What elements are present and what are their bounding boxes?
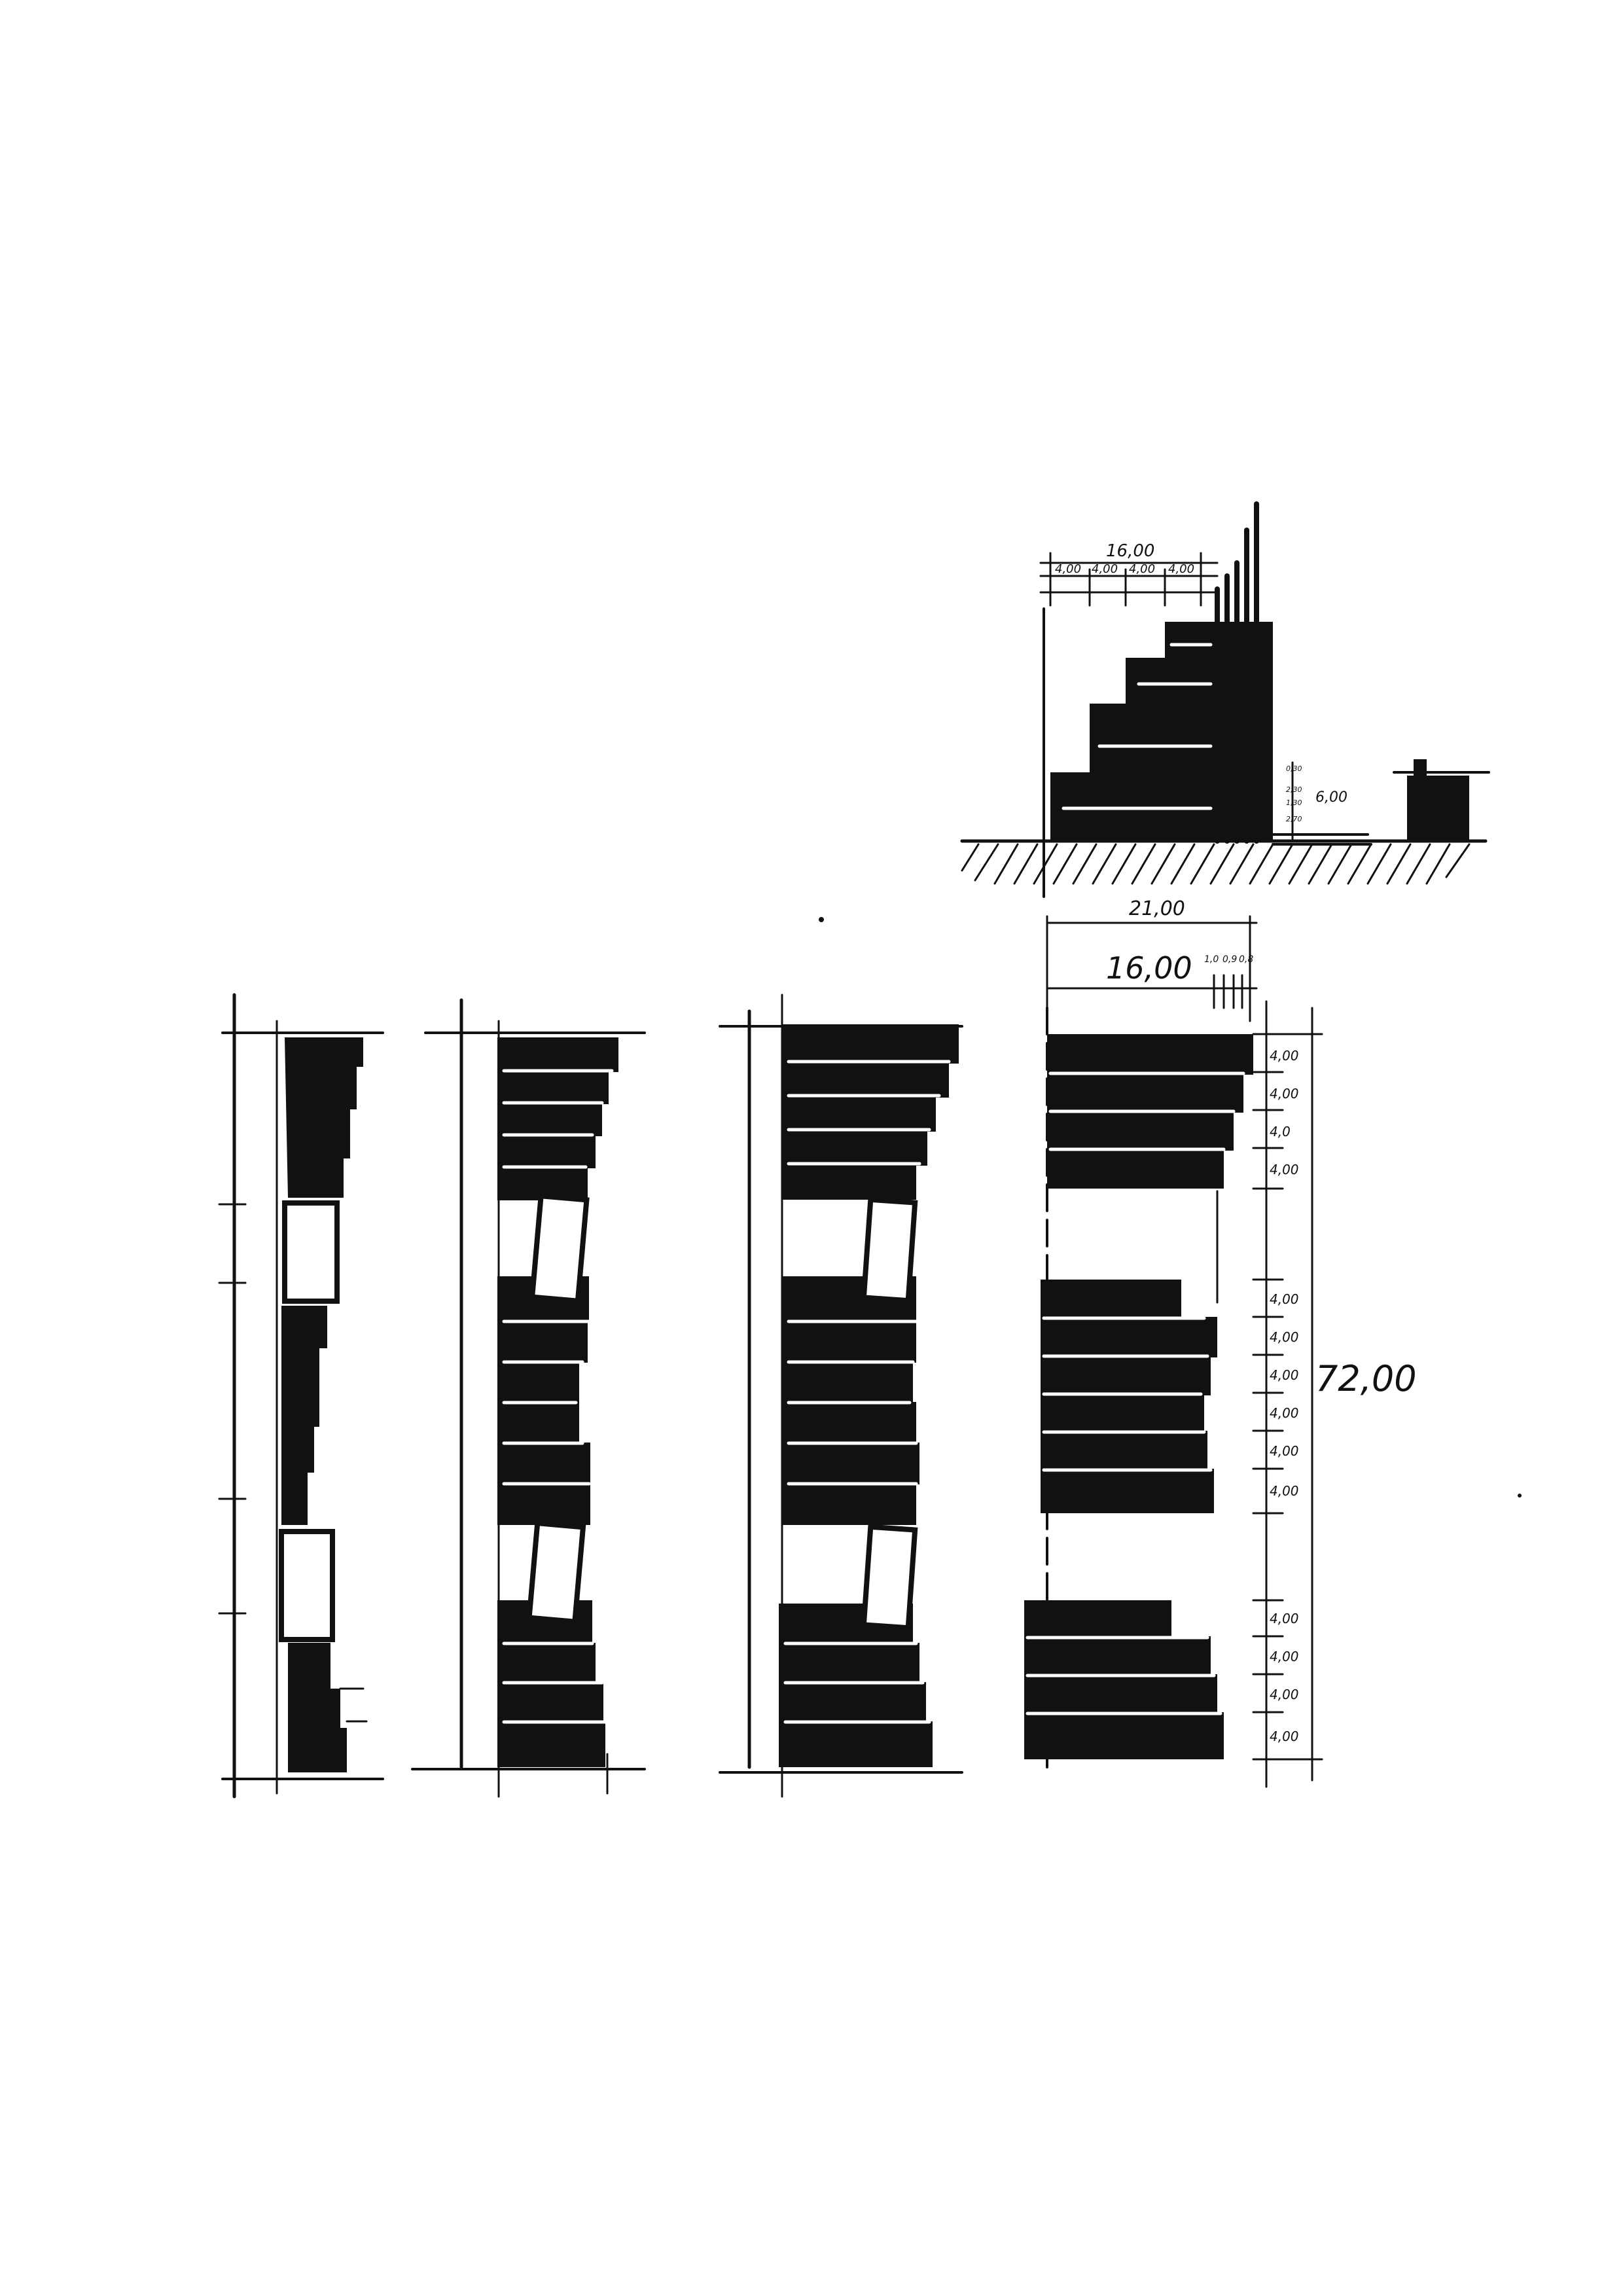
elevation-4-middle-block (1041, 1280, 1217, 1513)
total-height-label: 72,00 (1315, 1358, 1417, 1399)
elevation-1 (218, 993, 384, 1799)
floor-height-10: 4,00 (1270, 1483, 1299, 1499)
elevation-1-lower-mass (288, 1643, 347, 1772)
elevation-main-width: 16,00 (1106, 950, 1192, 986)
section-dimension-chain (1039, 552, 1219, 607)
section-level-1: 0,30 (1286, 764, 1302, 773)
elevation-top-dimensions (1046, 915, 1258, 1022)
section-low-block-height: 6,00 (1315, 789, 1347, 806)
floor-height-4: 4,00 (1270, 1162, 1299, 1177)
floor-height-13: 4,00 (1270, 1687, 1299, 1702)
elevation-2-void-1 (529, 1193, 590, 1304)
section-bay-width-2: 4,00 (1092, 562, 1118, 576)
floor-height-7: 4,00 (1270, 1367, 1299, 1383)
section-bay-width-1: 4,00 (1055, 562, 1081, 576)
section-level-4: 2,70 (1286, 815, 1302, 823)
floor-height-8: 4,00 (1270, 1405, 1299, 1421)
section-total-width: 16,00 (1106, 541, 1154, 561)
section-low-block (1245, 759, 1490, 846)
elevation-3-upper-block (782, 1024, 959, 1200)
section-level-2: 2,30 (1286, 785, 1302, 794)
elevation-2 (411, 998, 646, 1798)
elevation-3-void-2 (861, 1524, 918, 1631)
elevation-small-dim-3: 0,8 (1239, 954, 1253, 965)
elevation-2-middle-block (497, 1276, 591, 1525)
elevation-1-upper-mass (285, 1037, 363, 1198)
elevation-1-void-2 (279, 1529, 335, 1642)
elevation-small-dim-2: 0,9 (1222, 954, 1237, 965)
elevation-small-dim-1: 1,0 (1204, 954, 1219, 965)
floor-height-9: 4,00 (1270, 1443, 1299, 1459)
floor-height-11: 4,00 (1270, 1611, 1299, 1626)
floor-height-5: 4,00 (1270, 1291, 1299, 1307)
ink-speck (819, 917, 824, 922)
floor-height-14: 4,00 (1270, 1729, 1299, 1744)
floor-height-3: 4,0 (1270, 1124, 1291, 1139)
elevation-overall-width: 21,00 (1129, 897, 1185, 920)
floor-height-12: 4,00 (1270, 1649, 1299, 1664)
section-bay-width-3: 4,00 (1129, 562, 1155, 576)
elevation-4-upper-block (1047, 1034, 1253, 1189)
section-level-3: 1,30 (1286, 798, 1302, 807)
elevation-2-upper-block (497, 1037, 618, 1200)
elevation-3 (719, 994, 963, 1798)
elevation-4 (1024, 1007, 1253, 1768)
section-bay-width-4: 4,00 (1168, 562, 1194, 576)
elevation-1-void-1 (282, 1200, 340, 1304)
elevation-4-lower-block (1024, 1600, 1224, 1759)
height-dimension-chain (1252, 1000, 1323, 1788)
section-fins (1215, 501, 1259, 844)
ink-speck (1518, 1494, 1522, 1498)
elevation-3-void-1 (861, 1196, 918, 1304)
elevation-3-middle-block (782, 1276, 919, 1525)
floor-height-6: 4,00 (1270, 1329, 1299, 1345)
elevation-2-void-2 (526, 1520, 586, 1625)
section-sketch: 16,00 4,00 4,00 4,00 4,00 0,30 2,30 1,30… (960, 501, 1490, 898)
elevation-1-middle-mass (281, 1306, 327, 1525)
floor-height-1: 4,00 (1270, 1048, 1299, 1064)
elevation-2-lower-block (497, 1600, 607, 1767)
floor-height-2: 4,00 (1270, 1086, 1299, 1102)
ground-hatch (960, 839, 1488, 885)
